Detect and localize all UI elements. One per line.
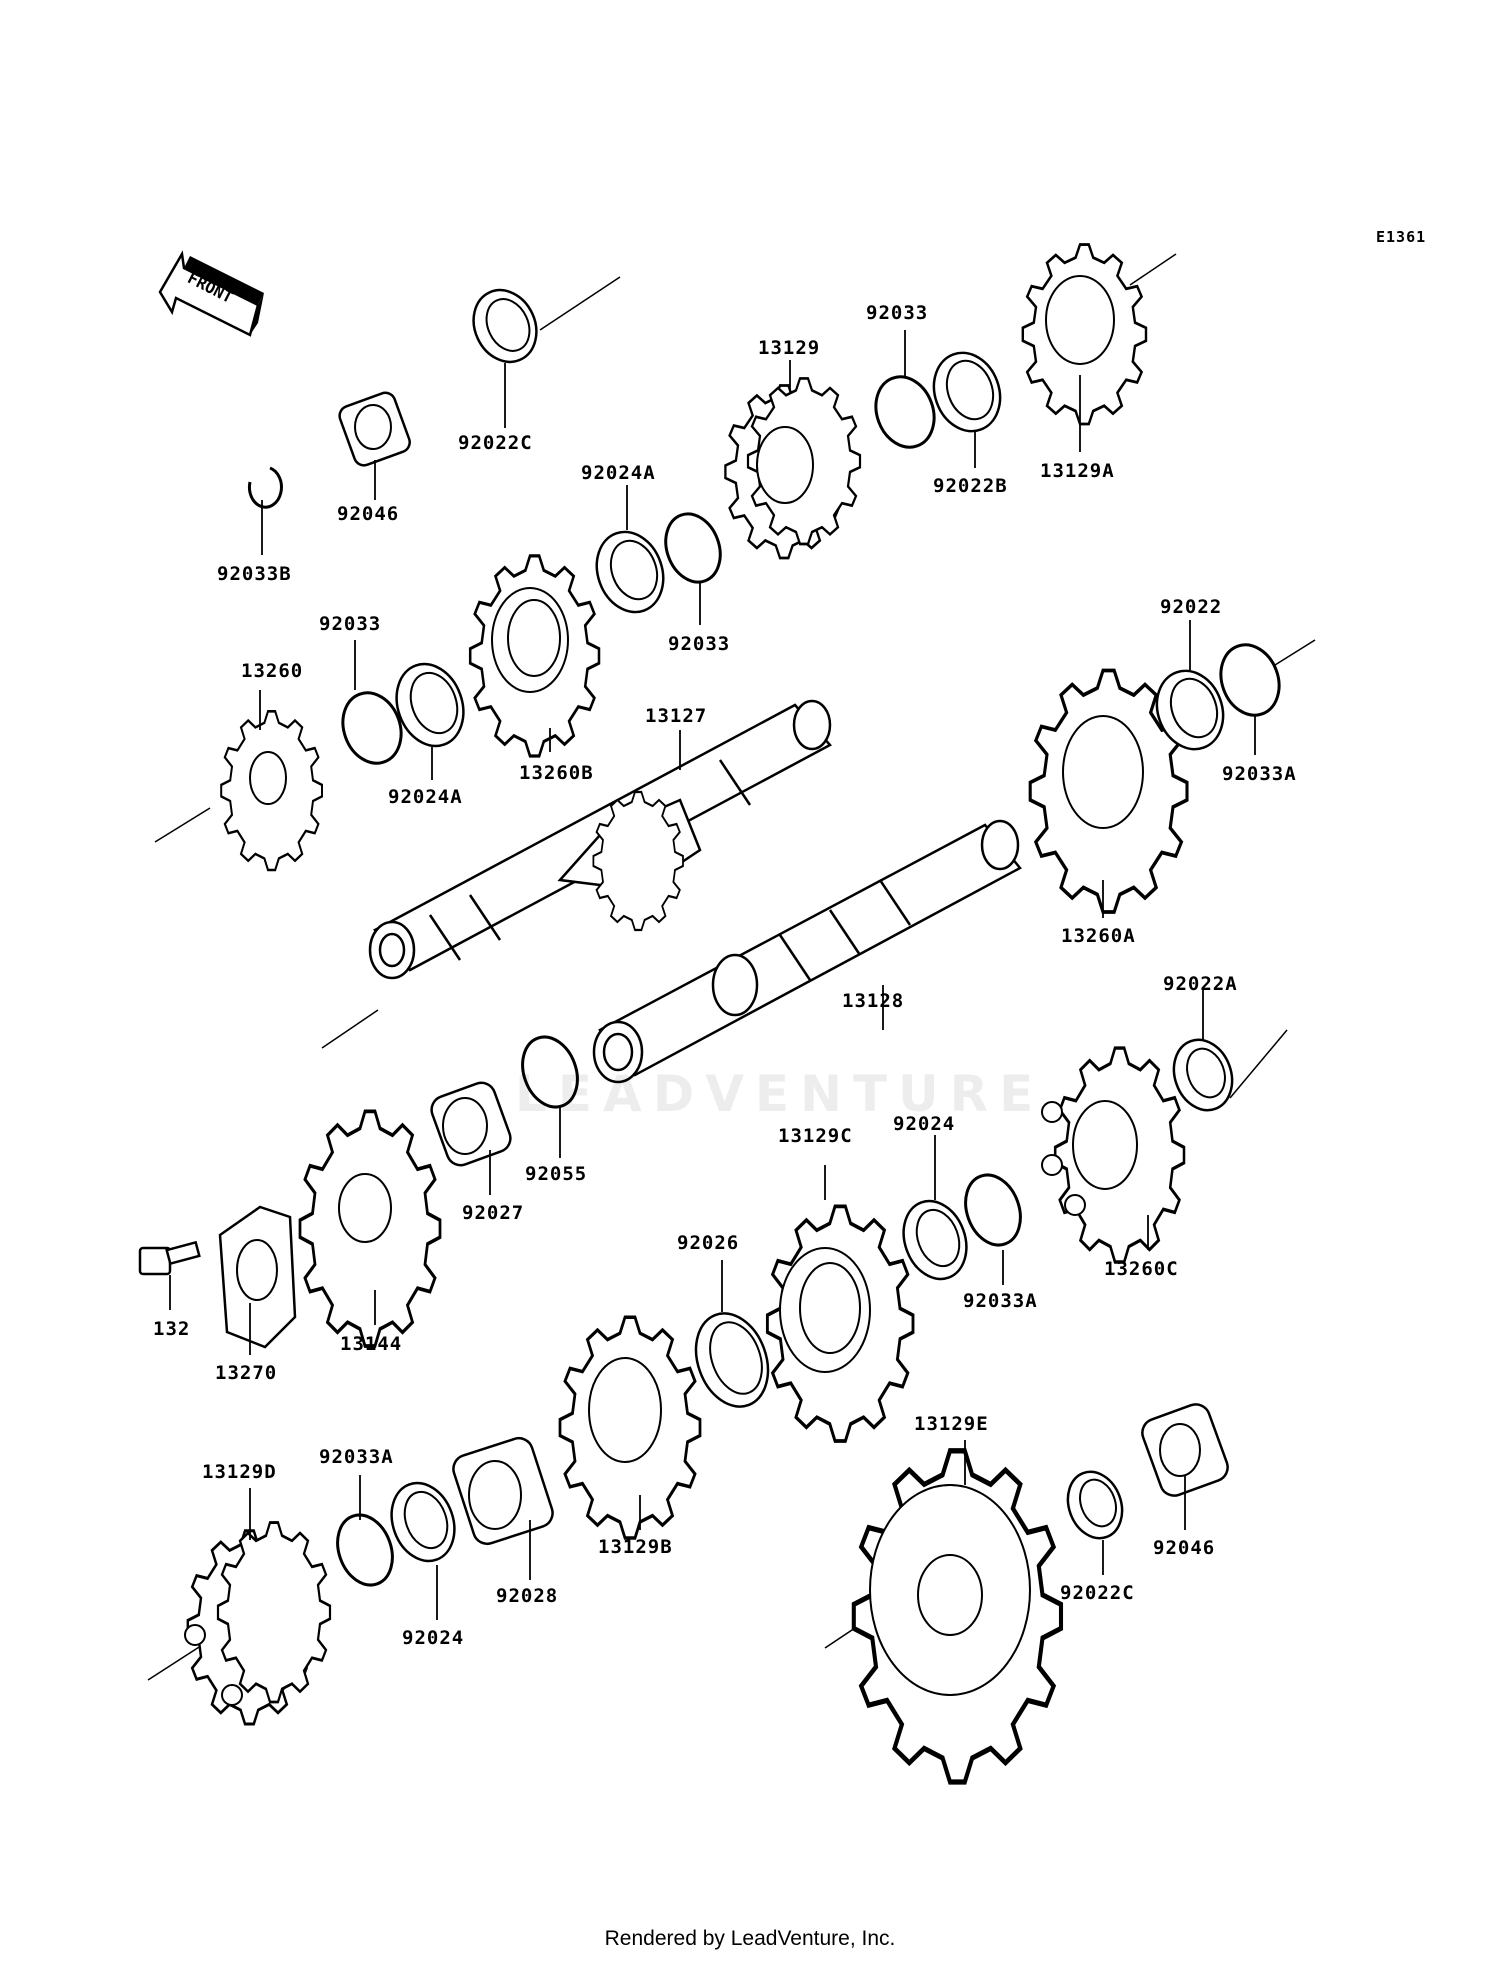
circlip-92033-a1 [341, 691, 403, 765]
part-label-13129d: 13129D [202, 1461, 277, 1483]
part-label-92022c: 92022C [458, 432, 533, 454]
part-label-92024: 92024 [402, 1627, 465, 1649]
front-arrow: FRONT [158, 250, 264, 337]
washer-92024a-low [395, 662, 465, 748]
watermark: LEADVENTURE [515, 1065, 1045, 1123]
part-label-92033a: 92033A [319, 1446, 394, 1468]
part-label-92024a: 92024A [581, 462, 656, 484]
part-label-13127: 13127 [645, 705, 708, 727]
part-label-92022b: 92022B [933, 475, 1008, 497]
gear-13129a [1021, 243, 1148, 426]
part-label-13260c: 13260C [1104, 1258, 1179, 1280]
part-label-92026: 92026 [677, 1232, 740, 1254]
part-label-92033b: 92033B [217, 563, 292, 585]
part-label-92033: 92033 [866, 302, 929, 324]
part-label-13129c: 13129C [778, 1125, 853, 1147]
gear-13129 [724, 377, 862, 560]
part-label-13144: 13144 [340, 1333, 403, 1355]
part-label-92024: 92024 [893, 1113, 956, 1135]
part-label-13129e: 13129E [914, 1413, 989, 1435]
part-label-92022: 92022 [1160, 596, 1223, 618]
part-label-92033: 92033 [668, 633, 731, 655]
part-label-13129: 13129 [758, 337, 821, 359]
part-label-92033: 92033 [319, 613, 382, 635]
plate-13270 [218, 1205, 297, 1349]
part-label-13260: 13260 [241, 660, 304, 682]
needle-bearing-92046-low [1141, 1403, 1229, 1497]
bushing-92028 [452, 1436, 554, 1546]
part-label-92022a: 92022A [1163, 973, 1238, 995]
sprocket-13144 [298, 1109, 442, 1348]
part-label-13129a: 13129A [1040, 460, 1115, 482]
gear-13129b [558, 1315, 702, 1540]
washer-92024-mid [902, 1199, 968, 1281]
part-label-13260b: 13260B [519, 762, 594, 784]
washer-92024-low [390, 1481, 456, 1563]
circlip-92033-mid [664, 512, 722, 584]
part-label-92027: 92027 [462, 1202, 525, 1224]
washer-92022c-top [472, 288, 538, 364]
washer-92026 [694, 1312, 770, 1408]
circlip-92055 [521, 1035, 579, 1109]
part-label-92033a: 92033A [963, 1290, 1038, 1312]
part-label-92022c: 92022C [1060, 1582, 1135, 1604]
part-label-132: 132 [153, 1318, 191, 1340]
washer-92022c-low [1066, 1470, 1124, 1540]
part-label-92024a: 92024A [388, 786, 463, 808]
circlip-92033-top [874, 375, 936, 449]
part-label-13270: 13270 [215, 1362, 278, 1384]
part-label-92046: 92046 [1153, 1537, 1216, 1559]
gear-13260 [219, 710, 324, 872]
circlip-92033b [248, 466, 283, 509]
gear-13260b [468, 554, 601, 758]
gear-13260a [1028, 668, 1189, 914]
part-label-13129b: 13129B [598, 1536, 673, 1558]
drawing-code: E1361 [1376, 228, 1427, 246]
leader-lines [169, 330, 1256, 1620]
part-label-92028: 92028 [496, 1585, 559, 1607]
part-label-92055: 92055 [525, 1163, 588, 1185]
gear-13129e [854, 1451, 1061, 1782]
part-label-13260a: 13260A [1061, 925, 1136, 947]
needle-bearing-92046-top [338, 391, 411, 467]
part-label-13128: 13128 [842, 990, 905, 1012]
collar-92027 [430, 1081, 512, 1167]
circlip-92033a-r [1219, 643, 1281, 717]
gear-13260c [1041, 1046, 1186, 1264]
shaft-13127 [368, 699, 832, 980]
circlip-92033a-mid [964, 1173, 1022, 1247]
shaft-13128 [592, 819, 1022, 1084]
washer-92022 [1155, 669, 1225, 751]
washer-92022b [932, 351, 1002, 433]
part-label-92046: 92046 [337, 503, 400, 525]
part-label-92033a: 92033A [1222, 763, 1297, 785]
washer-92022a [1172, 1038, 1234, 1112]
bolt-132 [138, 1240, 201, 1276]
footer-credit: Rendered by LeadVenture, Inc. [604, 1927, 896, 1950]
washer-92024a-top [595, 530, 665, 614]
circlip-92033a-low [336, 1513, 394, 1587]
gear-13129c [765, 1204, 915, 1443]
gear-13129d [184, 1521, 332, 1726]
